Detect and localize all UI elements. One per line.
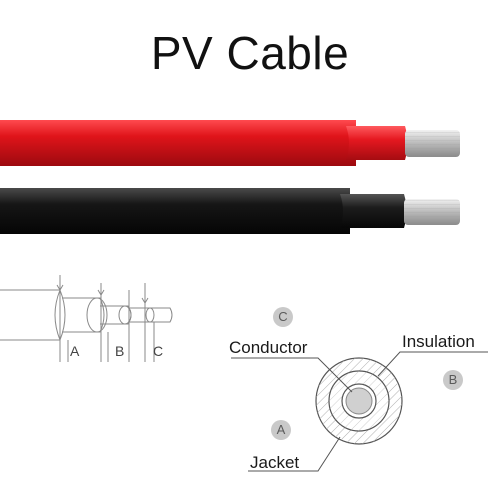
label-jacket: Jacket <box>250 453 300 472</box>
red-cable-insulation <box>346 126 408 160</box>
dimension-label-c: C <box>153 343 164 359</box>
red-cable <box>0 120 460 166</box>
dimension-label-b: B <box>115 343 125 359</box>
badge-jacket: A <box>271 420 291 440</box>
conductor-leader <box>231 357 353 393</box>
label-conductor: Conductor <box>229 338 308 357</box>
badge-conductor: C <box>273 307 293 327</box>
page-title: PV Cable <box>150 27 350 79</box>
black-cable-insulation <box>340 194 407 228</box>
label-insulation: Insulation <box>402 332 475 351</box>
insulation-leader <box>377 351 488 377</box>
cross-section <box>231 351 488 472</box>
dimension-label-a: A <box>70 343 80 359</box>
red-cable-jacket <box>0 120 356 166</box>
black-cable-jacket <box>0 188 350 234</box>
badge-insulation: B <box>443 370 463 390</box>
black-cable <box>0 188 460 234</box>
jacket-leader <box>248 436 341 472</box>
dimension-drawing <box>0 275 173 362</box>
